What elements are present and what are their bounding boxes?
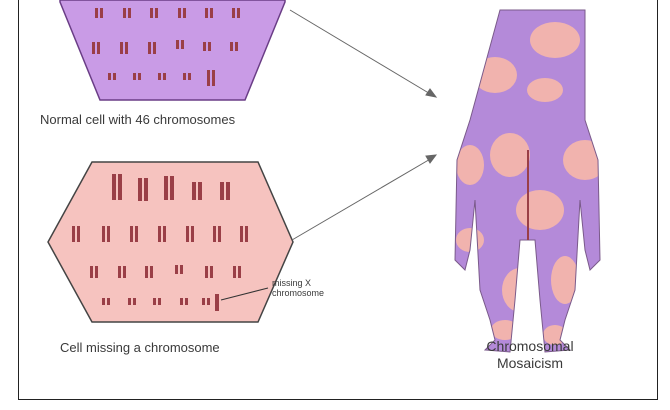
normal-cell xyxy=(60,0,285,100)
missing-cell-label: Cell missing a chromosome xyxy=(60,340,220,355)
missing-x-line2: chromosome xyxy=(272,288,324,298)
missing-chromosome-cell xyxy=(48,162,293,322)
arrow-missing xyxy=(292,158,432,240)
arrows xyxy=(290,10,436,240)
body-figure xyxy=(440,0,620,360)
lone-x-chromosome xyxy=(215,294,219,311)
mosaicism-label: Chromosomal Mosaicism xyxy=(470,338,590,372)
missing-x-label: missing X chromosome xyxy=(272,278,324,298)
missing-x-line1: missing X xyxy=(272,278,324,288)
mosaicism-line1: Chromosomal xyxy=(470,338,590,355)
arrow-normal xyxy=(290,10,432,95)
mosaicism-line2: Mosaicism xyxy=(470,355,590,372)
normal-cell-label: Normal cell with 46 chromosomes xyxy=(40,112,235,127)
